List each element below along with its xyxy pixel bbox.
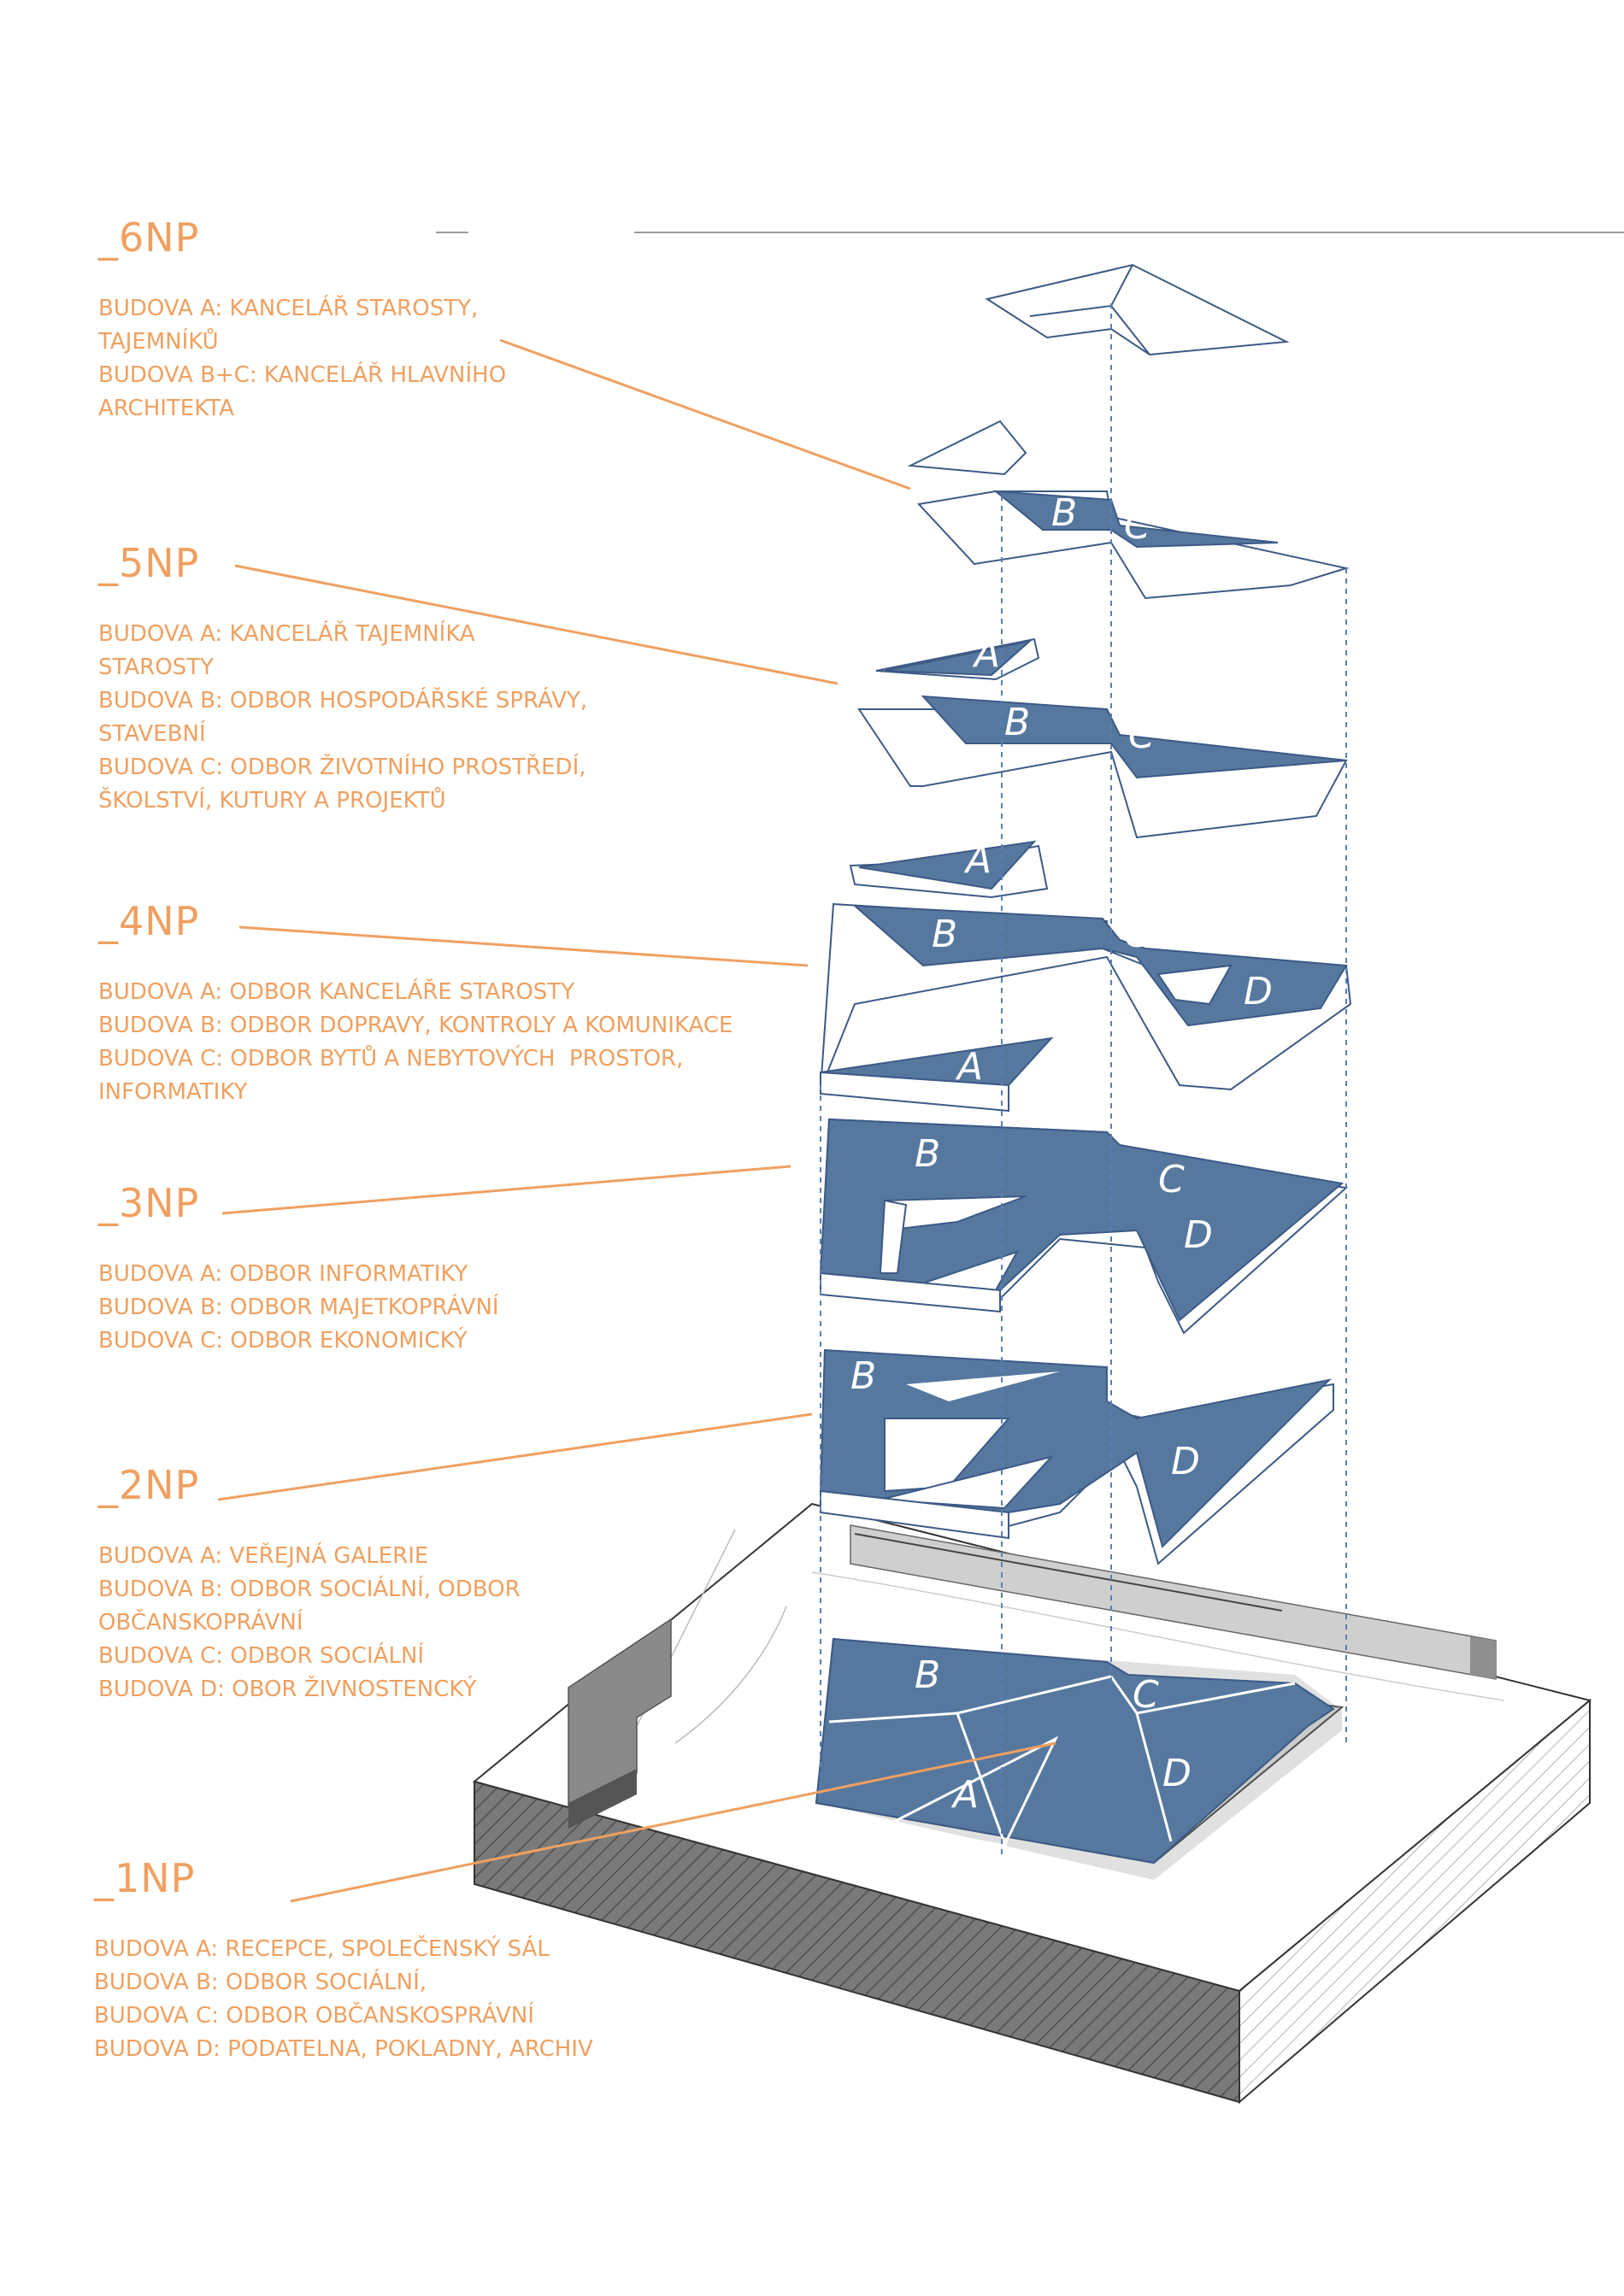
building-label-b-6np: B (1051, 491, 1077, 535)
alignment-lines (820, 303, 1347, 1854)
floor-desc-4np: BUDOVA A: ODBOR KANCELÁŘE STAROSTY BUDOV… (98, 976, 868, 1109)
floor-plate-4np: B C D A A (820, 838, 1352, 1113)
desc-line: BUDOVA A: RECEPCE, SPOLEČENSKÝ SÁL (94, 1936, 550, 1962)
desc-line: STAROSTY (98, 655, 214, 680)
terrain-wedge (568, 1618, 672, 1829)
floor-title-3np: _3NP (98, 1180, 200, 1226)
floor-desc-2np: BUDOVA A: VEŘEJNÁ GALERIE BUDOVA B: ODBO… (98, 1540, 868, 1706)
building-label-c-5np: C (1128, 713, 1155, 757)
desc-line: TAJEMNÍKŮ (98, 329, 219, 355)
floor-desc-6np: BUDOVA A: KANCELÁŘ STAROSTY, TAJEMNÍKŮ B… (98, 292, 868, 426)
desc-line: BUDOVA A: ODBOR KANCELÁŘE STAROSTY (98, 979, 575, 1005)
building-label-d-1np: D (1162, 1752, 1192, 1795)
desc-line: ŠKOLSTVÍ, KUTURY A PROJEKTŮ (98, 788, 446, 813)
desc-line: BUDOVA A: ODBOR INFORMATIKY (98, 1261, 468, 1287)
desc-line: BUDOVA A: VEŘEJNÁ GALERIE (98, 1543, 429, 1569)
floor-desc-3np: BUDOVA A: ODBOR INFORMATIKY BUDOVA B: OD… (98, 1258, 868, 1358)
building-label-a-5np: A (972, 632, 1000, 676)
building-label-c-1np: C (1133, 1673, 1159, 1717)
floor-desc-5np: BUDOVA A: KANCELÁŘ TAJEMNÍKA STAROSTY BU… (98, 618, 868, 818)
floor-plate-1np: B C D A (815, 1637, 1345, 1880)
leader-lines (217, 338, 1056, 1903)
desc-line: STAVEBNÍ (98, 721, 206, 747)
desc-line: BUDOVA A: KANCELÁŘ TAJEMNÍKA (98, 621, 475, 647)
desc-line: BUDOVA D: PODATELNA, POKLADNY, ARCHIV (94, 2036, 593, 2062)
floor-block-1np: _1NP BUDOVA A: RECEPCE, SPOLEČENSKÝ SÁL … (94, 1856, 863, 2066)
desc-line: BUDOVA B: ODBOR MAJETKOPRÁVNÍ (98, 1295, 499, 1320)
desc-line: BUDOVA B: ODBOR SOCIÁLNÍ, (94, 1970, 427, 1995)
floor-title-2np: _2NP (98, 1462, 200, 1508)
building-label-c-4np: C (1124, 913, 1150, 956)
building-label-d-2np: D (1171, 1440, 1200, 1483)
floor-block-5np: _5NP BUDOVA A: KANCELÁŘ TAJEMNÍKA STAROS… (98, 541, 868, 818)
desc-line: BUDOVA D: OBOR ŽIVNOSTENCKÝ (98, 1676, 477, 1702)
building-label-a-4np-upper: A (963, 838, 991, 882)
building-label-d-4np: D (1244, 970, 1273, 1013)
building-label-b-4np: B (932, 913, 957, 956)
floor-title-1np: _1NP (94, 1855, 196, 1901)
desc-line: BUDOVA C: ODBOR EKONOMICKÝ (98, 1328, 468, 1354)
desc-line: BUDOVA C: ODBOR SOCIÁLNÍ (98, 1643, 425, 1669)
floor-title-4np: _4NP (98, 898, 200, 944)
building-label-b-2np: B (850, 1354, 876, 1398)
floor-desc-1np: BUDOVA A: RECEPCE, SPOLEČENSKÝ SÁL BUDOV… (94, 1933, 863, 2066)
desc-line: BUDOVA B: ODBOR SOCIÁLNÍ, ODBOR (98, 1577, 521, 1602)
building-label-a-4np: A (955, 1045, 983, 1089)
building-label-b-1np: B (915, 1653, 940, 1697)
building-label-b-5np: B (1004, 701, 1030, 744)
floor-plate-2np: B C D (819, 1348, 1334, 1565)
building-label-d-3np: D (1184, 1213, 1213, 1257)
ramp-wall (850, 1524, 1497, 1680)
building-label-c-2np: C (1145, 1359, 1172, 1402)
floor-title-6np: _6NP (98, 214, 200, 261)
building-label-c-6np: C (1124, 504, 1150, 548)
desc-line: BUDOVA B+C: KANCELÁŘ HLAVNÍHO (98, 362, 507, 388)
desc-line: BUDOVA A: KANCELÁŘ STAROSTY, (98, 296, 479, 321)
floor-plate-5np: B C A (857, 632, 1348, 839)
floor-title-5np: _5NP (98, 540, 200, 586)
desc-line: ARCHITEKTA (98, 396, 234, 421)
floor-plate-3np: B C D (819, 1118, 1349, 1335)
floor-block-6np: _6NP BUDOVA A: KANCELÁŘ STAROSTY, TAJEMN… (98, 215, 868, 426)
desc-line: BUDOVA C: ODBOR ŽIVOTNÍHO PROSTŘEDÍ, (98, 755, 586, 780)
floor-block-2np: _2NP BUDOVA A: VEŘEJNÁ GALERIE BUDOVA B:… (98, 1463, 868, 1706)
building-label-c-3np: C (1158, 1158, 1185, 1201)
floor-block-3np: _3NP BUDOVA A: ODBOR INFORMATIKY BUDOVA … (98, 1181, 868, 1358)
desc-line: BUDOVA C: ODBOR BYTŮ A NEBYTOVÝCH PROSTO… (98, 1046, 684, 1072)
desc-line: BUDOVA B: ODBOR HOSPODÁŘSKÉ SPRÁVY, (98, 688, 588, 713)
desc-line: BUDOVA C: ODBOR OBČANSKOSPRÁVNÍ (94, 2003, 534, 2029)
desc-line: INFORMATIKY (98, 1079, 248, 1105)
desc-line: BUDOVA B: ODBOR DOPRAVY, KONTROLY A KOMU… (98, 1013, 733, 1038)
building-label-a-1np: A (950, 1773, 979, 1817)
floor-plate-6np: B C (907, 420, 1350, 600)
floor-block-4np: _4NP BUDOVA A: ODBOR KANCELÁŘE STAROSTY … (98, 899, 868, 1109)
roof-plate (985, 263, 1290, 356)
desc-line: OBČANSKOPRÁVNÍ (98, 1610, 303, 1635)
building-label-b-3np: B (915, 1132, 940, 1176)
